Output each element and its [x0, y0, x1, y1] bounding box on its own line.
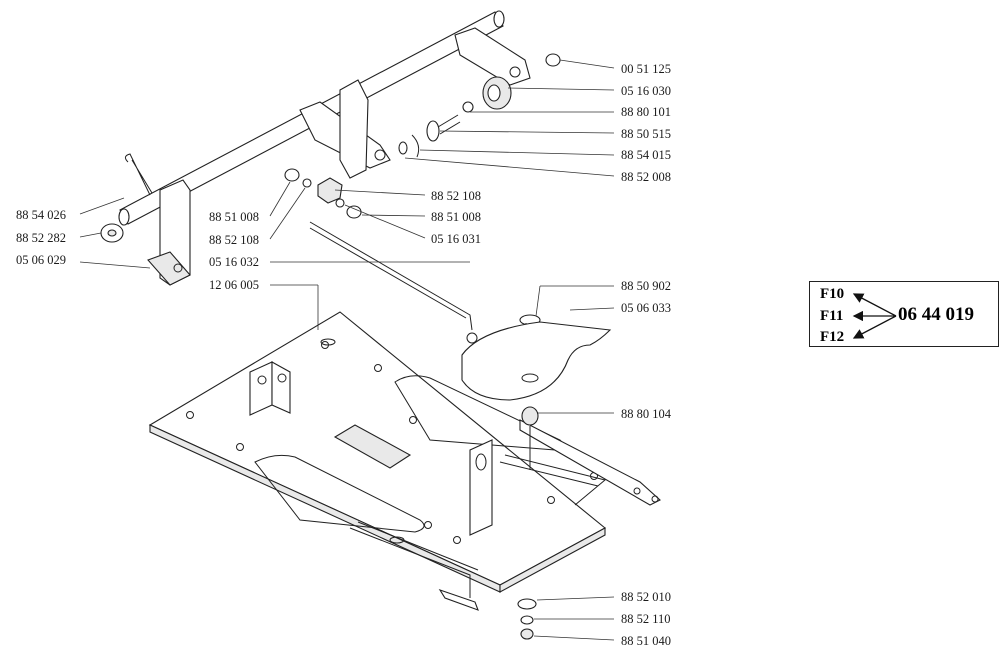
part-labels: 00 51 125 05 16 030 88 80 101 88 50 515 …: [16, 62, 672, 648]
leader-lines: [79, 59, 615, 641]
reference-f12: F12: [820, 329, 845, 345]
part-label: 05 06 029: [16, 253, 66, 267]
reference-f10: F10: [820, 286, 845, 302]
part-label: 05 16 030: [621, 84, 671, 98]
reference-f11: F11: [820, 308, 844, 324]
part-label: 88 54 026: [16, 208, 66, 222]
part-label: 05 16 032: [209, 255, 259, 269]
reference-box: F10 F11 F12 06 44 019: [809, 281, 999, 347]
part-label: 88 51 008: [209, 210, 259, 224]
part-label: 88 52 282: [16, 231, 66, 245]
part-label: 88 50 515: [621, 127, 671, 141]
reference-arrows: [852, 293, 897, 339]
part-label: 88 80 101: [621, 105, 671, 119]
part-label: 05 06 033: [621, 301, 671, 315]
part-label: 88 52 008: [621, 170, 671, 184]
part-label: 88 80 104: [621, 407, 672, 421]
part-label: 88 52 110: [621, 612, 671, 626]
part-label: 88 52 108: [209, 233, 259, 247]
base-plate: [148, 311, 661, 611]
part-label: 05 16 031: [431, 232, 481, 246]
part-label: 88 54 015: [621, 148, 671, 162]
part-label: 88 51 040: [621, 634, 671, 648]
reference-number: 06 44 019: [898, 304, 974, 325]
part-label: 12 06 005: [209, 278, 259, 292]
part-label: 88 51 008: [431, 210, 481, 224]
shaft-assembly: [118, 10, 531, 286]
part-label: 00 51 125: [621, 62, 671, 76]
part-label: 88 52 108: [431, 189, 481, 203]
part-label: 88 52 010: [621, 590, 671, 604]
part-label: 88 50 902: [621, 279, 671, 293]
